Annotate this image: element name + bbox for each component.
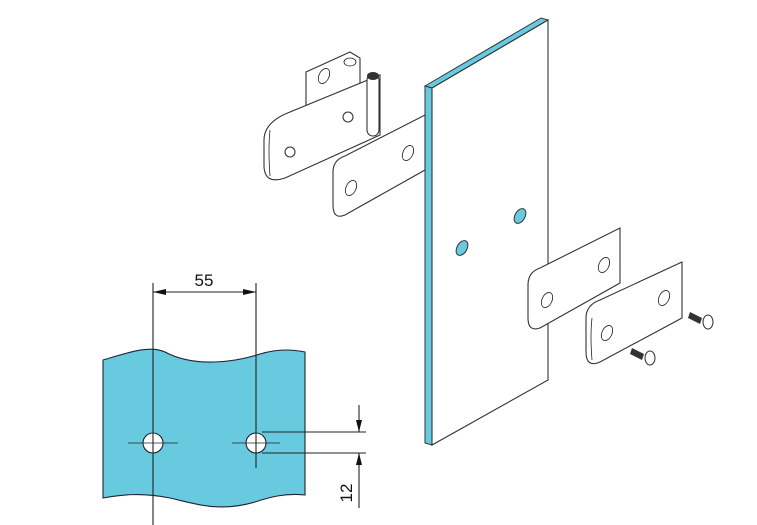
dimension-label-spacing: 55 bbox=[195, 271, 214, 290]
glass-section-detail bbox=[102, 283, 366, 525]
hinge-body bbox=[263, 51, 381, 181]
upper-gasket-plate bbox=[332, 114, 426, 217]
glass-hole bbox=[455, 240, 469, 256]
lower-cover-plate bbox=[585, 261, 683, 365]
glass-hole bbox=[513, 208, 527, 224]
screw bbox=[688, 312, 714, 330]
screw-head bbox=[342, 111, 354, 123]
screw-head bbox=[284, 146, 296, 158]
dimension-label-offset: 12 bbox=[337, 484, 356, 503]
lower-gasket-plate bbox=[527, 227, 621, 330]
screw bbox=[630, 348, 656, 366]
glass-panel bbox=[423, 17, 550, 446]
